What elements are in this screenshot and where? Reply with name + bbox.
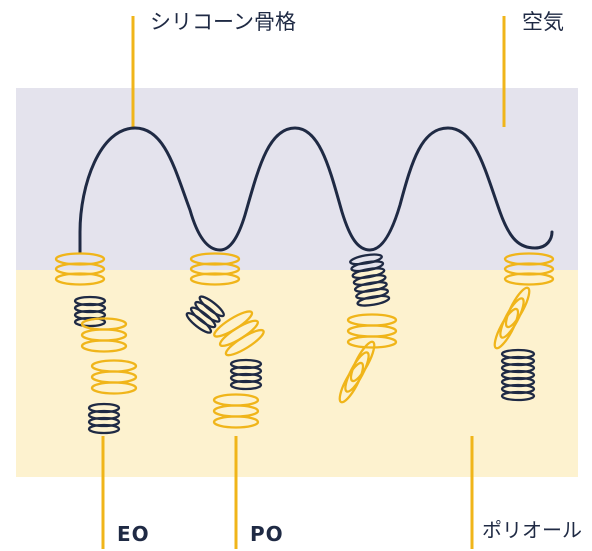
leader-lines bbox=[101, 16, 506, 549]
eo-coil-2a bbox=[189, 252, 241, 286]
eo-coil-1c bbox=[90, 359, 138, 395]
po-coil-1a bbox=[73, 295, 107, 328]
label-silicone-backbone: シリコーン骨格 bbox=[150, 10, 296, 34]
label-polyol: ポリオール bbox=[482, 518, 582, 542]
eo-coil-3b bbox=[338, 340, 376, 404]
po-coil-2a bbox=[185, 295, 225, 334]
eo-coil-2c bbox=[212, 393, 260, 429]
po-coil-2b bbox=[229, 358, 263, 391]
po-coil-4a bbox=[500, 348, 536, 402]
eo-coil-4a bbox=[503, 252, 555, 286]
label-po: PO bbox=[250, 522, 284, 546]
silicone-backbone bbox=[78, 126, 554, 254]
eo-coil-3a bbox=[346, 313, 398, 349]
air-layer bbox=[16, 88, 578, 270]
polyether-chain-3 bbox=[338, 253, 398, 404]
polyether-chain-1 bbox=[54, 252, 138, 435]
polyether-chain-4 bbox=[493, 252, 555, 402]
po-coil-3a bbox=[349, 253, 391, 307]
eo-coil-2b bbox=[213, 310, 265, 357]
label-air: 空気 bbox=[522, 10, 564, 34]
eo-coil-1a bbox=[54, 252, 106, 286]
label-eo: EO bbox=[117, 522, 150, 546]
polyether-chain-2 bbox=[185, 252, 265, 429]
polyol-layer bbox=[16, 270, 578, 477]
eo-coil-4b bbox=[493, 286, 531, 350]
po-coil-1b bbox=[87, 402, 121, 435]
eo-coil-1b bbox=[80, 317, 128, 353]
